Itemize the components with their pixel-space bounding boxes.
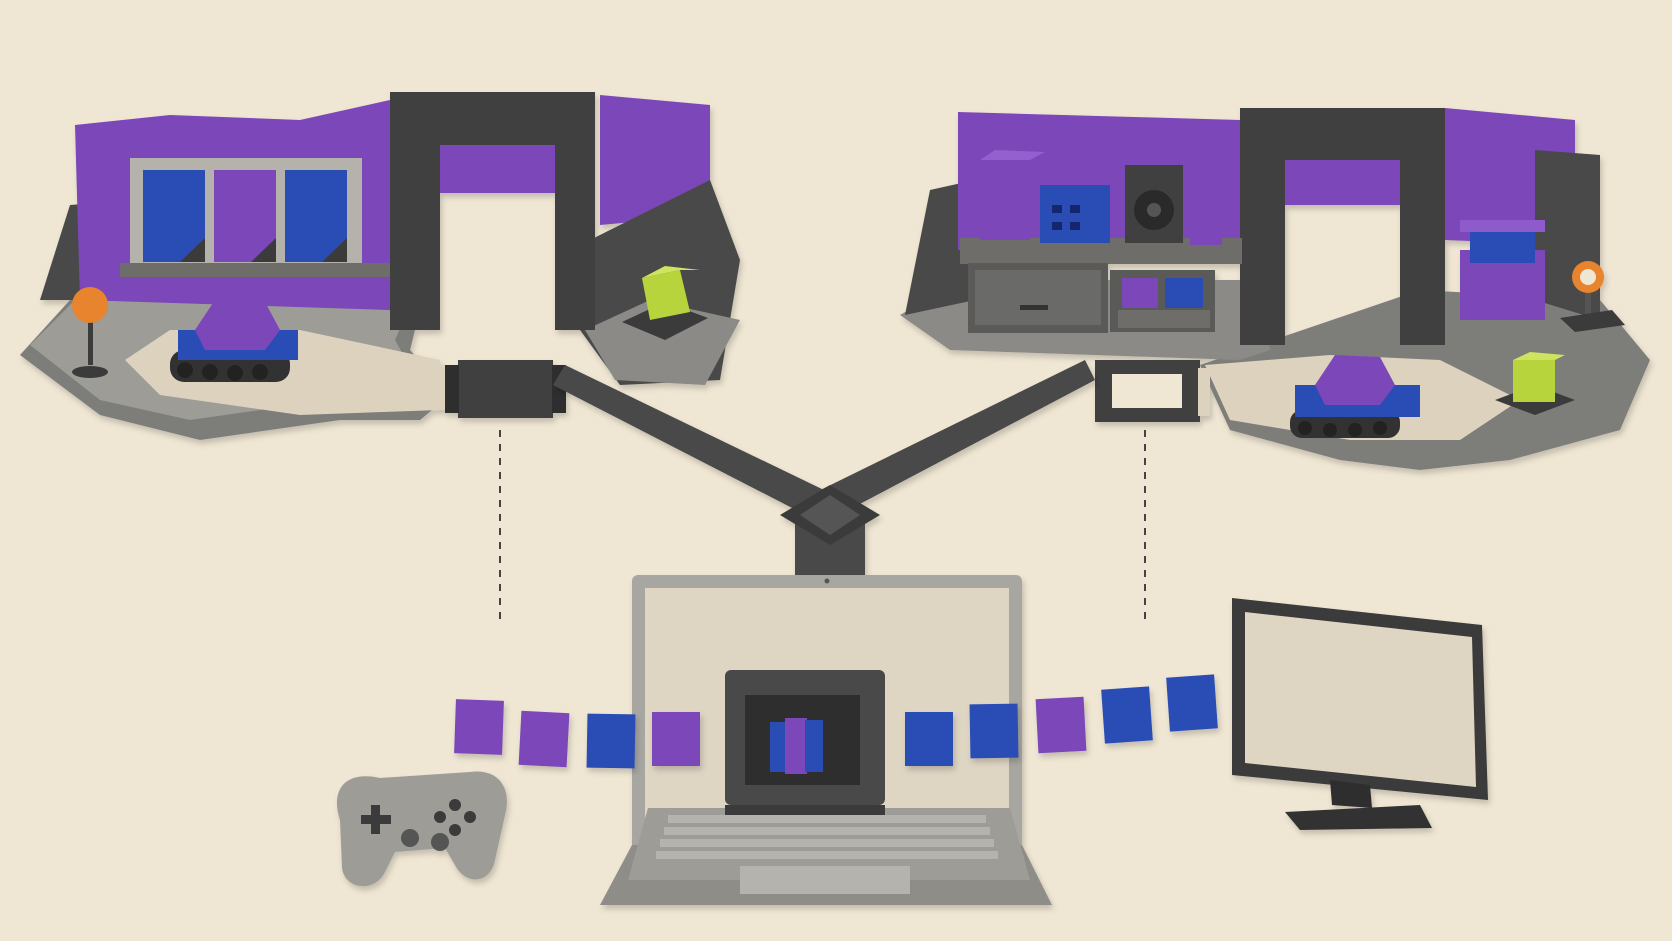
monitor-stand bbox=[1330, 780, 1372, 808]
right-tank bbox=[1290, 355, 1420, 438]
left-connector bbox=[420, 360, 566, 418]
left-sign bbox=[72, 287, 108, 378]
tile-blue bbox=[1101, 686, 1153, 744]
left-lime-cube bbox=[622, 266, 708, 340]
right-world bbox=[900, 108, 1650, 470]
right-target bbox=[1560, 261, 1625, 332]
tile-blue bbox=[586, 713, 636, 769]
gamepad-button-icon bbox=[449, 799, 461, 811]
left-gate bbox=[390, 92, 595, 330]
tile-blue bbox=[905, 712, 953, 766]
right-crate bbox=[1460, 220, 1545, 320]
speaker-box bbox=[1125, 165, 1183, 243]
panel-blue-2 bbox=[285, 170, 347, 262]
purple-box-small bbox=[1190, 205, 1222, 245]
right-shelf-items bbox=[980, 150, 1222, 245]
tiles bbox=[454, 674, 1218, 769]
left-world bbox=[20, 92, 740, 440]
right-connector bbox=[1095, 360, 1210, 422]
right-gate bbox=[1240, 108, 1445, 345]
left-purple-wall-right bbox=[600, 95, 710, 225]
tile-blue bbox=[969, 703, 1019, 759]
purple-box bbox=[980, 160, 1030, 240]
tile-blue bbox=[1166, 674, 1218, 732]
right-lime-cube bbox=[1495, 352, 1575, 415]
gamepad bbox=[336, 771, 507, 887]
tile-purple bbox=[518, 710, 570, 768]
panel-purple bbox=[214, 170, 276, 262]
left-panel-shelf bbox=[120, 158, 390, 277]
monitor bbox=[1232, 598, 1488, 830]
cable-y bbox=[553, 360, 1095, 580]
tile-purple bbox=[652, 712, 700, 766]
gamepad-body bbox=[336, 771, 507, 887]
right-left-dark-wall bbox=[905, 180, 975, 315]
laptop-trackpad bbox=[740, 866, 910, 894]
tile-purple bbox=[454, 699, 504, 755]
panel-blue-1 bbox=[143, 170, 205, 262]
blue-box bbox=[1040, 185, 1110, 243]
monitor-base bbox=[1285, 805, 1432, 830]
laptop bbox=[600, 575, 1052, 905]
monitor-screen bbox=[1245, 612, 1476, 787]
right-shelf bbox=[960, 238, 1242, 333]
crt-monitor bbox=[725, 670, 885, 815]
left-tank bbox=[170, 300, 298, 382]
laptop-keyboard bbox=[656, 815, 998, 859]
tile-purple bbox=[1035, 696, 1087, 754]
